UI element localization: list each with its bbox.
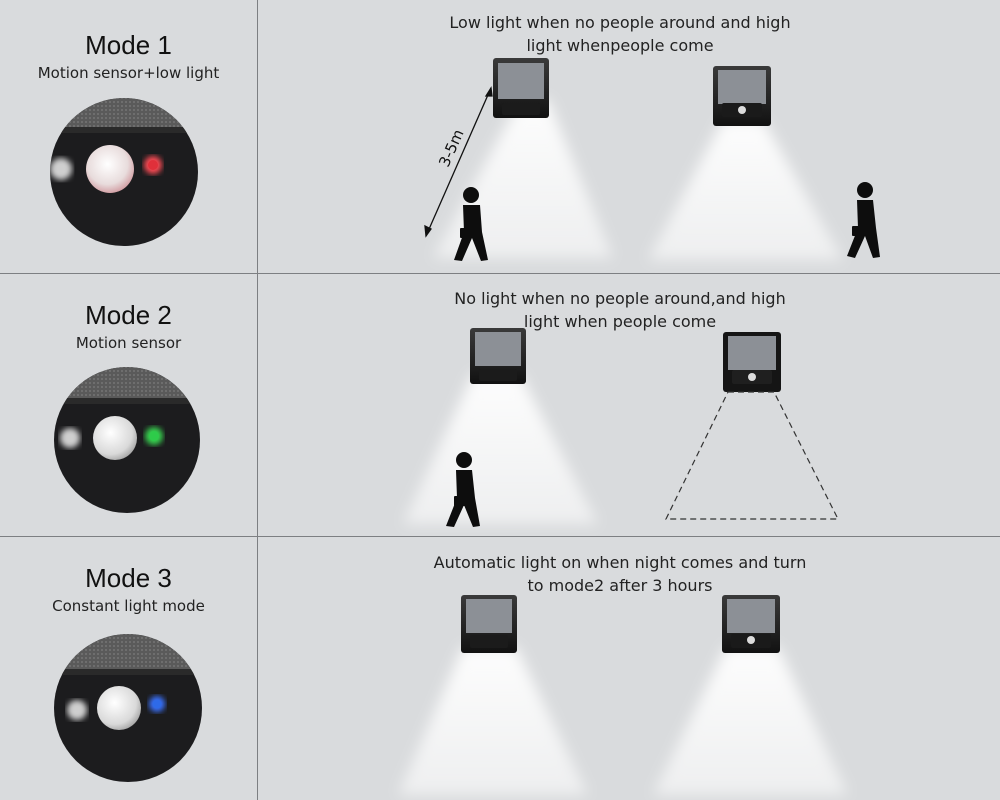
description-line: to mode2 after 3 hours bbox=[527, 576, 713, 595]
mode-1-row: Mode 1 Motion sensor+low light Low light… bbox=[0, 0, 1000, 273]
mode-3-scene bbox=[258, 537, 1000, 800]
indicator-led bbox=[152, 699, 162, 709]
sensor-closeup-mode-2 bbox=[53, 366, 201, 514]
mode-title: Mode 1 bbox=[85, 30, 172, 60]
light-beam bbox=[653, 647, 848, 795]
description-line: Low light when no people around and high bbox=[449, 13, 791, 32]
light-beam bbox=[398, 647, 588, 795]
solar-lamp-icon bbox=[470, 328, 526, 384]
detection-zone bbox=[665, 391, 839, 520]
row-divider bbox=[0, 273, 1000, 274]
description-line: light when people come bbox=[523, 312, 717, 331]
mode-subtitle: Motion sensor bbox=[75, 334, 182, 352]
distance-label: 3-5m bbox=[435, 127, 467, 170]
mode-2-row: Mode 2 Motion sensor No light when no pe… bbox=[0, 274, 1000, 536]
indicator-led bbox=[149, 431, 159, 441]
indicator-led bbox=[148, 160, 158, 170]
light-beam bbox=[648, 120, 843, 260]
mode-3-row: Mode 3 Constant light mode Automatic lig… bbox=[0, 537, 1000, 800]
solar-lamp-icon bbox=[713, 66, 771, 126]
description-line: Automatic light on when night comes and … bbox=[433, 553, 807, 572]
mode-description: No light when no people around,and high … bbox=[400, 287, 840, 333]
walking-person-icon bbox=[454, 187, 488, 261]
walking-person-icon bbox=[446, 452, 480, 527]
column-divider bbox=[257, 0, 258, 800]
mode-subtitle: Motion sensor+low light bbox=[37, 64, 220, 82]
solar-lamp-icon bbox=[722, 595, 780, 653]
solar-lamp-icon bbox=[723, 332, 781, 392]
mode-description: Low light when no people around and high… bbox=[400, 11, 840, 57]
row-divider bbox=[0, 536, 1000, 537]
description-line: light whenpeople come bbox=[526, 36, 714, 55]
mode-subtitle: Constant light mode bbox=[52, 597, 205, 615]
solar-lamp-icon bbox=[493, 58, 549, 118]
solar-lamp-icon bbox=[461, 595, 517, 653]
mode-1-scene: 3-5m bbox=[258, 0, 1000, 273]
sensor-closeup-mode-3 bbox=[53, 633, 203, 783]
mode-title: Mode 2 bbox=[85, 300, 172, 330]
light-beam bbox=[403, 374, 598, 524]
walking-person-icon bbox=[847, 182, 880, 258]
description-line: No light when no people around,and high bbox=[454, 289, 786, 308]
sensor-closeup-mode-1 bbox=[49, 97, 199, 247]
mode-2-scene bbox=[258, 274, 1000, 536]
distance-arrow-icon bbox=[424, 86, 493, 238]
mode-title: Mode 3 bbox=[85, 563, 172, 593]
mode-description: Automatic light on when night comes and … bbox=[400, 551, 840, 597]
